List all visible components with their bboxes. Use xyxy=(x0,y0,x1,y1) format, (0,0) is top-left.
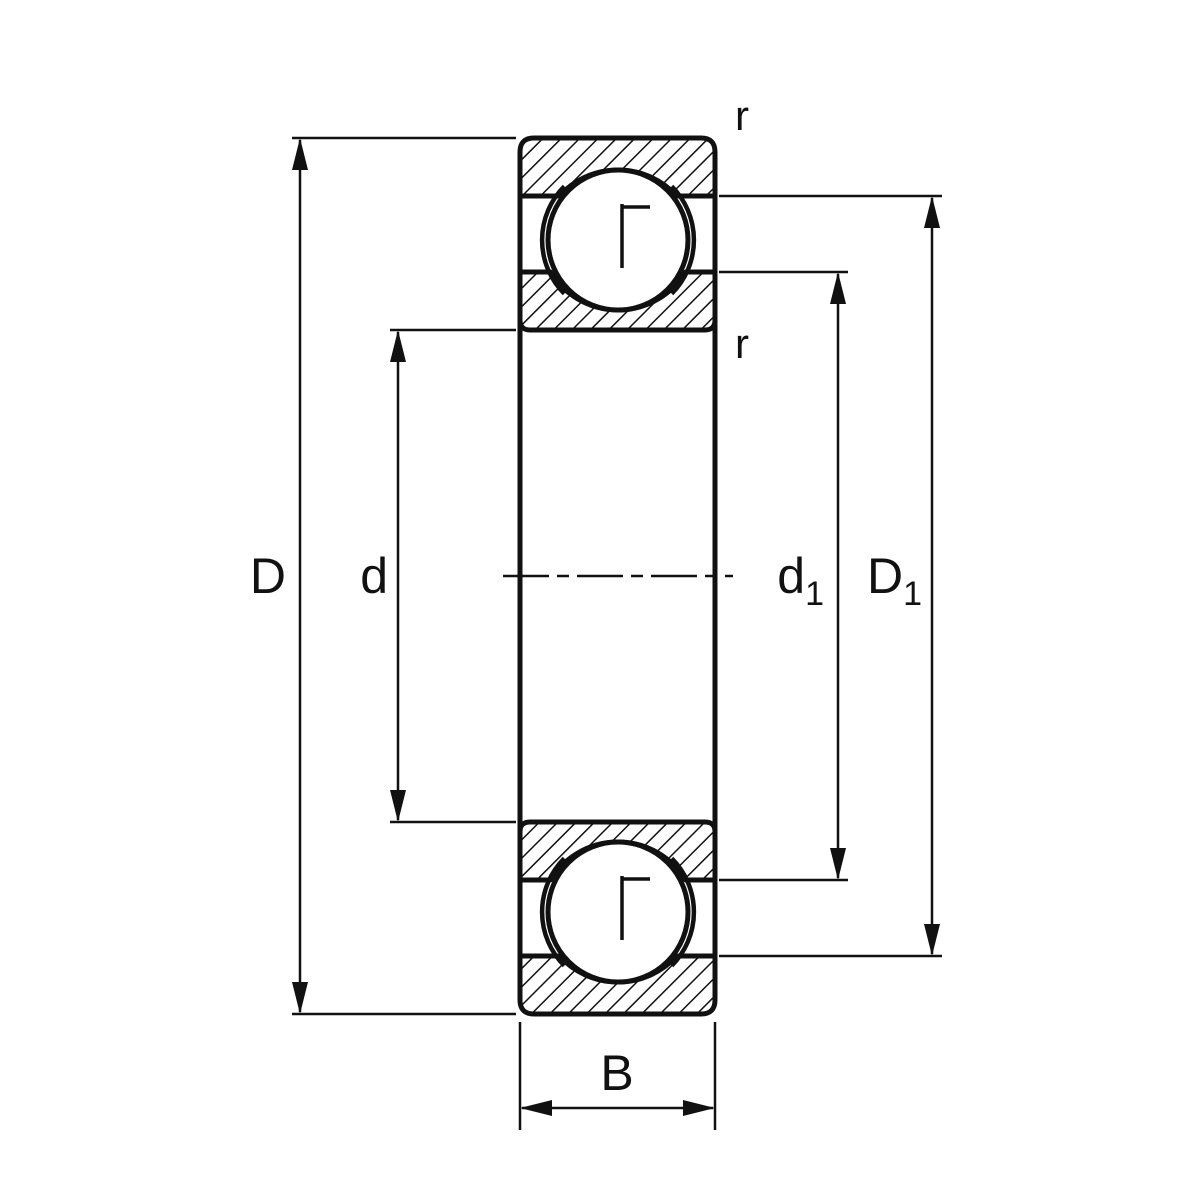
raceway-arc-top-right xyxy=(670,184,697,296)
raceway-arc-top-left xyxy=(539,184,566,296)
dimension-labels: D d d1 D1 B r r xyxy=(250,92,922,1101)
arrow-d1-down xyxy=(830,848,846,880)
arrow-d-up xyxy=(390,330,406,362)
arrow-D-down xyxy=(292,982,308,1014)
bearing-section xyxy=(503,135,733,1017)
arrow-D-up xyxy=(292,138,308,170)
raceway-arc-bottom-left xyxy=(539,856,566,968)
arrow-D1-down xyxy=(924,924,940,956)
arrow-D1-up xyxy=(924,196,940,228)
label-chamfer-r-outer: r xyxy=(735,92,749,139)
raceway-arc-bottom-right xyxy=(670,856,697,968)
extension-lines xyxy=(292,136,942,1130)
ball-bottom xyxy=(545,839,691,985)
ball-top xyxy=(545,167,691,313)
label-bore-diameter-d: d xyxy=(360,548,388,604)
arrow-B-right xyxy=(683,1100,715,1116)
label-outer-shoulder-D1: D1 xyxy=(867,548,922,613)
label-chamfer-r-inner: r xyxy=(735,320,749,367)
label-outer-diameter-D: D xyxy=(250,548,286,604)
label-inner-shoulder-d1: d1 xyxy=(777,548,824,613)
arrow-d-down xyxy=(390,790,406,822)
dimension-lines xyxy=(298,140,934,1110)
dimension-arrowheads xyxy=(292,138,940,1116)
arrow-B-left xyxy=(520,1100,552,1116)
label-width-B: B xyxy=(600,1045,633,1101)
arrow-d1-up xyxy=(830,272,846,304)
